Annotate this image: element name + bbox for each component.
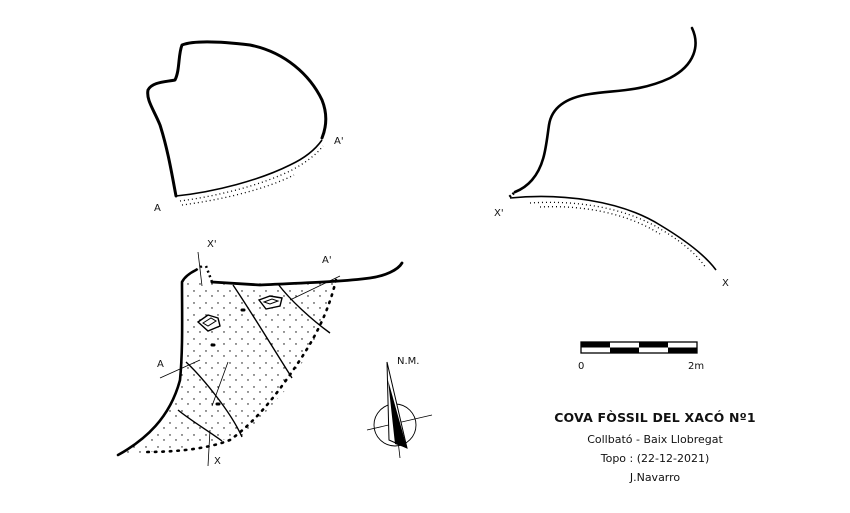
north-label: N.M. (397, 356, 420, 367)
rock-block-icon (196, 314, 221, 332)
section-a-floor-line (175, 139, 323, 197)
section-a-a-prime (146, 40, 328, 206)
survey-location: Collbató - Baix Llobregat (587, 433, 723, 446)
label-x-prime-plan: X' (207, 239, 217, 250)
scale-end-label: 2m (688, 361, 705, 372)
survey-author: J.Navarro (629, 471, 681, 484)
plan-left-wall (116, 268, 198, 457)
survey-date: Topo : (22-12-2021) (600, 452, 710, 465)
rock-block-icon (257, 295, 283, 310)
north-arrow (366, 361, 433, 459)
title-block: COVA FÒSSIL DEL XACÓ Nº1 Collbató - Baix… (525, 410, 785, 490)
section-x-floor-line (509, 195, 717, 271)
label-a-prime-top: A' (334, 136, 344, 147)
section-a-floor-dots (179, 145, 324, 206)
plan-view (116, 251, 404, 467)
plan-contour-lines (177, 283, 331, 442)
section-a-outline (146, 40, 328, 198)
plan-section-lines (159, 251, 341, 467)
scale-bar (580, 341, 698, 354)
label-a-prime-plan: A' (322, 255, 332, 266)
plan-floor-fill (118, 280, 336, 455)
plan-stalagmite-dots (210, 308, 246, 406)
label-a-top: A (154, 203, 161, 214)
section-x-break-dashes (507, 192, 515, 199)
label-x-prime-right: X' (494, 208, 504, 219)
section-x-x-prime (507, 26, 717, 271)
section-x-floor-dots (529, 201, 707, 269)
label-a-plan: A (157, 359, 164, 370)
section-x-wall (513, 26, 697, 194)
plan-top-wall (210, 261, 404, 287)
label-x-right: X (722, 278, 729, 289)
north-needle-dark (388, 380, 407, 448)
label-x-plan: X (214, 456, 221, 467)
plan-dotted-edge (143, 278, 338, 454)
plan-entrance-dashes (195, 264, 214, 283)
scale-start-label: 0 (578, 361, 585, 372)
survey-title: COVA FÒSSIL DEL XACÓ Nº1 (554, 410, 756, 425)
